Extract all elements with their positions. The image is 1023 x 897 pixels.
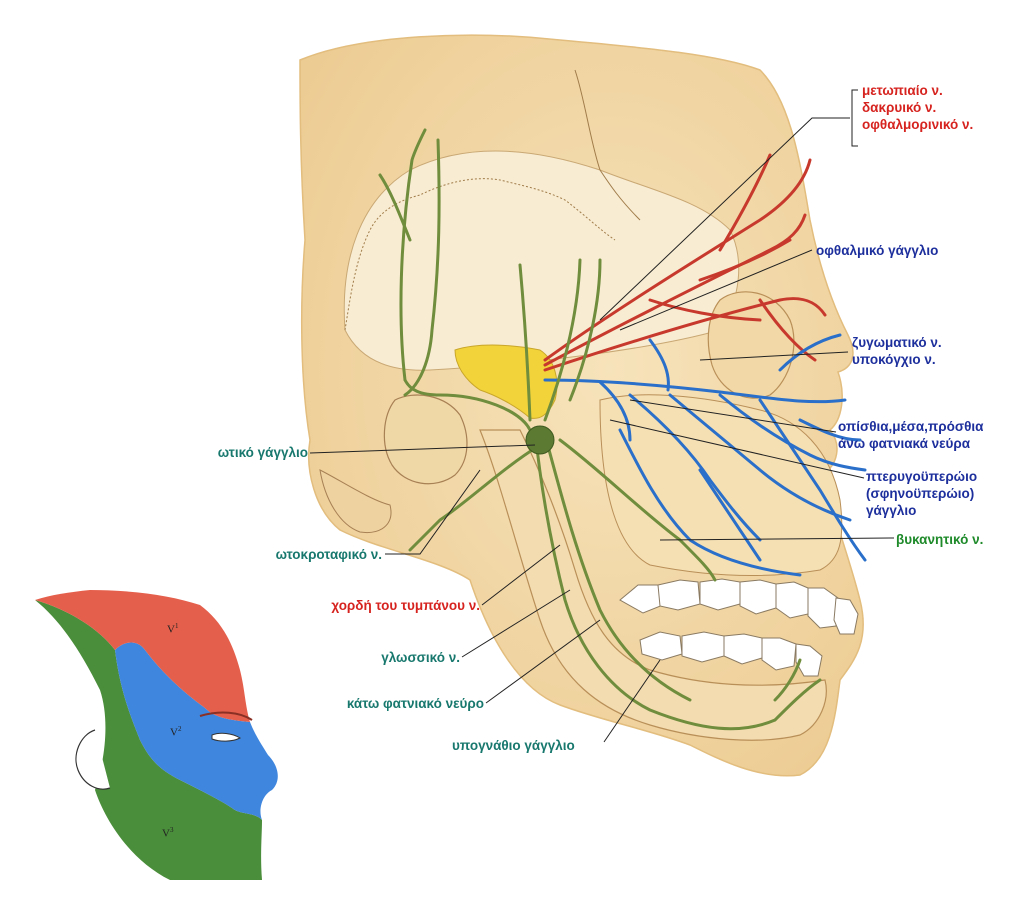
label-pterygo-line1: πτερυγοϋπερώιο (866, 469, 978, 484)
label-frontal-group: μετωπιαίο ν. δακρυικό ν. οφθαλμορινικό ν… (862, 82, 973, 133)
mandible (479, 429, 827, 741)
maxillary-nerves (543, 333, 867, 577)
inset-eye (211, 732, 242, 742)
ear-bone (383, 394, 468, 485)
label-lingual-nerve: γλωσσικό ν. (381, 650, 460, 665)
label-otic-ganglion: ωτικό γάγγλιο (217, 445, 308, 460)
mandibular-nerves (378, 128, 822, 731)
label-buccal-nerve: βυκανητικό ν. (896, 532, 984, 547)
inset-v3-label: V3 (162, 826, 174, 840)
label-pterygo-line3: γάγγλιο (866, 503, 917, 518)
label-alveolar-line1: οπίσθια,μέσα,πρόσθια (838, 419, 984, 434)
leader-lines (309, 89, 895, 743)
label-inferior-alveolar-nerve: κάτω φατνιακό νεύρο (346, 696, 484, 711)
label-alveolar-nerves: οπίσθια,μέσα,πρόσθια άνω φατνιακά νεύρα (838, 418, 983, 452)
label-zygomatic-nerve: ζυγωματικό ν. (852, 335, 942, 350)
mastoid (319, 469, 392, 534)
label-infraorbital-nerve: υποκόγχιο ν. (852, 352, 936, 367)
label-submandibular-ganglion: υπογνάθιο γάγγλιο (452, 738, 575, 753)
inset-v1-label: V1 (167, 622, 179, 636)
lower-teeth (639, 631, 823, 677)
label-pterygo-line2: (σφηνοϋπερώιο) (866, 486, 975, 501)
label-nasociliary-nerve: οφθαλμορινικό ν. (862, 117, 974, 132)
label-frontal-nerve: μετωπιαίο ν. (862, 83, 943, 98)
inset-v2-region (115, 642, 278, 820)
inset-v1-region (35, 590, 250, 722)
label-ciliary-ganglion: οφθαλμικό γάγγλιο (816, 243, 939, 258)
ophthalmic-nerves (543, 153, 827, 372)
label-auriculotemporal-nerve: ωτοκροταφικό ν. (275, 547, 382, 562)
label-alveolar-line2: άνω φατνιακά νεύρα (838, 436, 971, 451)
otic-ganglion-node (525, 425, 555, 455)
label-pterygopalatine-ganglion: πτερυγοϋπερώιο (σφηνοϋπερώιο) γάγγλιο (866, 468, 977, 519)
skull-suture (344, 178, 616, 331)
label-zygomatic-infraorbital: ζυγωματικό ν. υποκόγχιο ν. (852, 334, 942, 368)
inset-dermatome (35, 590, 278, 880)
inset-v3-region (35, 600, 262, 880)
inset-ear (75, 729, 111, 790)
label-chorda-tympani: χορδή του τυμπάνου ν. (331, 598, 480, 613)
inset-brow (199, 711, 253, 721)
label-lacrimal-nerve: δακρυικό ν. (862, 100, 937, 115)
skull-suture-top (574, 69, 641, 221)
inset-v2-label: V2 (170, 725, 182, 739)
upper-teeth (619, 578, 859, 635)
